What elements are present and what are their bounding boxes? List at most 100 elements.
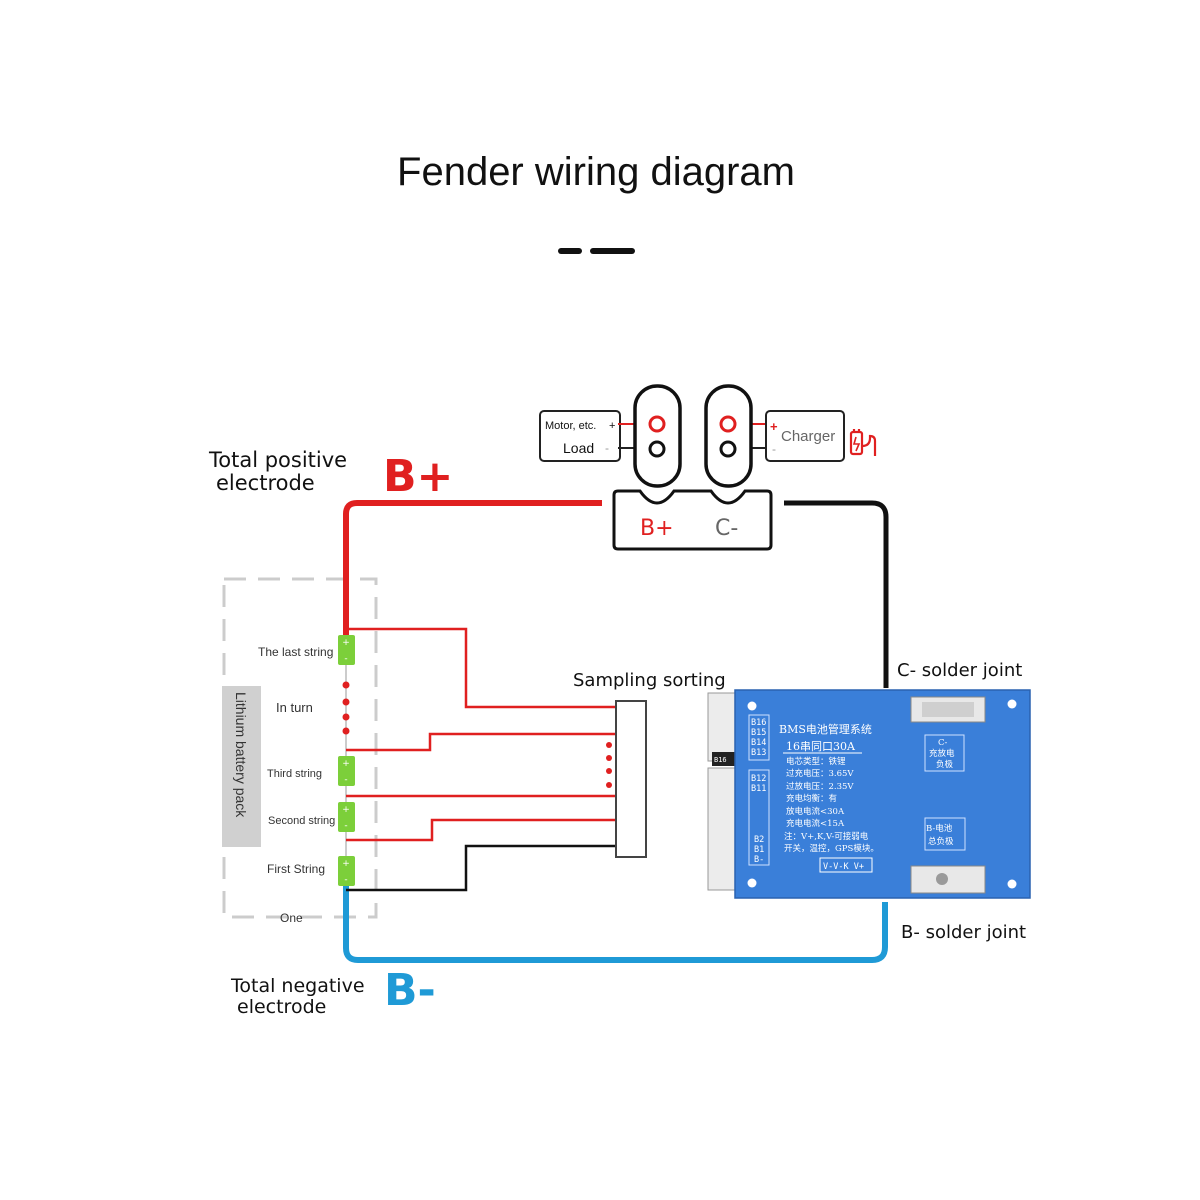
cell-plus-sign: +: [342, 859, 350, 869]
bms-spec-line: 充电电流<15A: [786, 818, 845, 829]
c-pad-label: 负极: [936, 759, 954, 770]
bms-chip-label: B16: [714, 756, 727, 764]
c-pad-label: C-: [938, 738, 948, 748]
string-label-in-turn: In turn: [276, 700, 313, 715]
string-label-third: Third string: [267, 768, 322, 780]
bms-pin-label: B2: [754, 835, 764, 845]
title-underline-long: [590, 248, 635, 254]
cell-second: + -: [338, 802, 355, 832]
negative-main-wire: [343, 880, 888, 963]
load-box-line2: Load: [563, 440, 594, 456]
bms-pin-label: B16: [751, 718, 766, 728]
bms-pin-label: B-: [754, 855, 764, 865]
mount-hole: [747, 878, 757, 888]
string-label-first: First String: [267, 862, 325, 876]
mount-hole: [1007, 699, 1017, 709]
sampling-wire-1: [346, 844, 616, 892]
sampling-sorting-label: Sampling sorting: [573, 670, 726, 691]
cell-last: + -: [338, 635, 355, 665]
string-label-last: The last string: [258, 645, 333, 659]
cell-plus-sign: +: [342, 638, 350, 648]
charger-plus: +: [770, 419, 778, 434]
load-box-minus: -: [605, 441, 609, 455]
sampling-dot: [606, 782, 612, 788]
mount-hole: [1007, 879, 1017, 889]
bms-subtitle: 16串同口30A: [786, 740, 856, 753]
in-turn-dot: [342, 681, 350, 689]
b-minus-big-label: B-: [384, 965, 436, 1016]
bms-chip: [712, 752, 740, 766]
bms-pin-label: B14: [751, 738, 766, 748]
charger-plug-icon: [849, 429, 877, 456]
total-positive-label-1: Total positive: [208, 448, 347, 472]
b-pad-label: B-电池: [926, 823, 953, 834]
b-pad-label: 总负极: [928, 836, 954, 847]
sampling-wire-4: [346, 732, 616, 752]
bms-pin-label: B1: [754, 845, 764, 855]
c-pad-label: 充放电: [929, 748, 955, 759]
battery-pack-label-bg: [222, 686, 261, 847]
positive-main-wire: [343, 500, 602, 640]
bms-spec-line: 充电均衡：有: [786, 793, 837, 804]
cell-plus-sign: +: [342, 805, 350, 815]
cell-minus-sign: -: [344, 875, 347, 885]
cell-third: + -: [338, 756, 355, 786]
in-turn-dot: [342, 727, 350, 735]
bms-spec-line: 过放电压：2.35V: [786, 781, 854, 792]
sampling-connector: [615, 700, 647, 858]
bms-title: BMS电池管理系统: [779, 722, 872, 736]
load-terminal: [633, 384, 682, 488]
connector-b-plus: B+: [640, 516, 674, 541]
pack-bottom-label: One: [280, 911, 303, 925]
title-underline-short: [558, 248, 582, 254]
bms-spec-line: 电芯类型：铁锂: [786, 756, 846, 767]
bms-spec-line: 注：V+,K,V-可接弱电: [784, 831, 869, 842]
load-box-line1: Motor, etc.: [545, 420, 596, 432]
b-pad-screw: [936, 873, 948, 885]
bms-spec-line: 放电电流<30A: [786, 806, 845, 817]
total-positive-label-2: electrode: [216, 471, 315, 495]
battery-pack-label: Lithium battery pack: [233, 692, 249, 818]
b-solder-joint-label: B- solder joint: [901, 922, 1026, 943]
sampling-dot: [606, 742, 612, 748]
bms-pin-label: B13: [751, 748, 766, 758]
bms-pin-label: B11: [751, 784, 766, 794]
b-plus-big-label: B+: [383, 451, 453, 502]
cell-first: + -: [338, 856, 355, 886]
c-minus-pad-inner: [922, 702, 974, 717]
output-connector: B+ C-: [612, 489, 773, 551]
total-negative-label-2: electrode: [237, 996, 326, 1018]
bms-pin-label: B12: [751, 774, 766, 784]
load-box-plus: +: [609, 420, 615, 432]
page-title: Fender wiring diagram: [397, 150, 795, 194]
sampling-dot: [606, 768, 612, 774]
sampling-dot: [606, 755, 612, 761]
sampling-wire-last: [346, 627, 616, 709]
bms-pin-label: B15: [751, 728, 766, 738]
charger-label: Charger: [781, 428, 835, 445]
cell-minus-sign: -: [344, 775, 347, 785]
charger-minus: -: [772, 442, 776, 456]
cell-minus-sign: -: [344, 821, 347, 831]
charger-box: + - Charger: [737, 410, 845, 462]
cell-minus-sign: -: [344, 654, 347, 664]
in-turn-dot: [342, 698, 350, 706]
battery-pack-frame: [222, 577, 378, 919]
charger-terminal: [704, 384, 753, 488]
mount-hole: [747, 701, 757, 711]
b-minus-solder-pad: [910, 865, 986, 894]
bms-spec-line: 开关，温控，GPS模块。: [784, 843, 879, 854]
sampling-wire-2: [346, 818, 616, 842]
load-box: Motor, etc. + Load -: [539, 410, 648, 462]
string-label-second: Second string: [268, 815, 335, 827]
connector-c-minus: C-: [715, 516, 738, 541]
bms-port-label: V-V-K V+: [823, 862, 864, 872]
in-turn-dot: [342, 713, 350, 721]
c-solder-joint-label: C- solder joint: [897, 660, 1022, 681]
total-negative-label-1: Total negative: [230, 975, 365, 997]
bms-spec-line: 过充电压：3.65V: [786, 768, 854, 779]
bms-board: B16 B16 B15 B14 B13 B12 B11 B2 B1 B- BMS…: [707, 689, 1031, 899]
c-minus-wire: [784, 500, 889, 688]
cell-plus-sign: +: [342, 759, 350, 769]
